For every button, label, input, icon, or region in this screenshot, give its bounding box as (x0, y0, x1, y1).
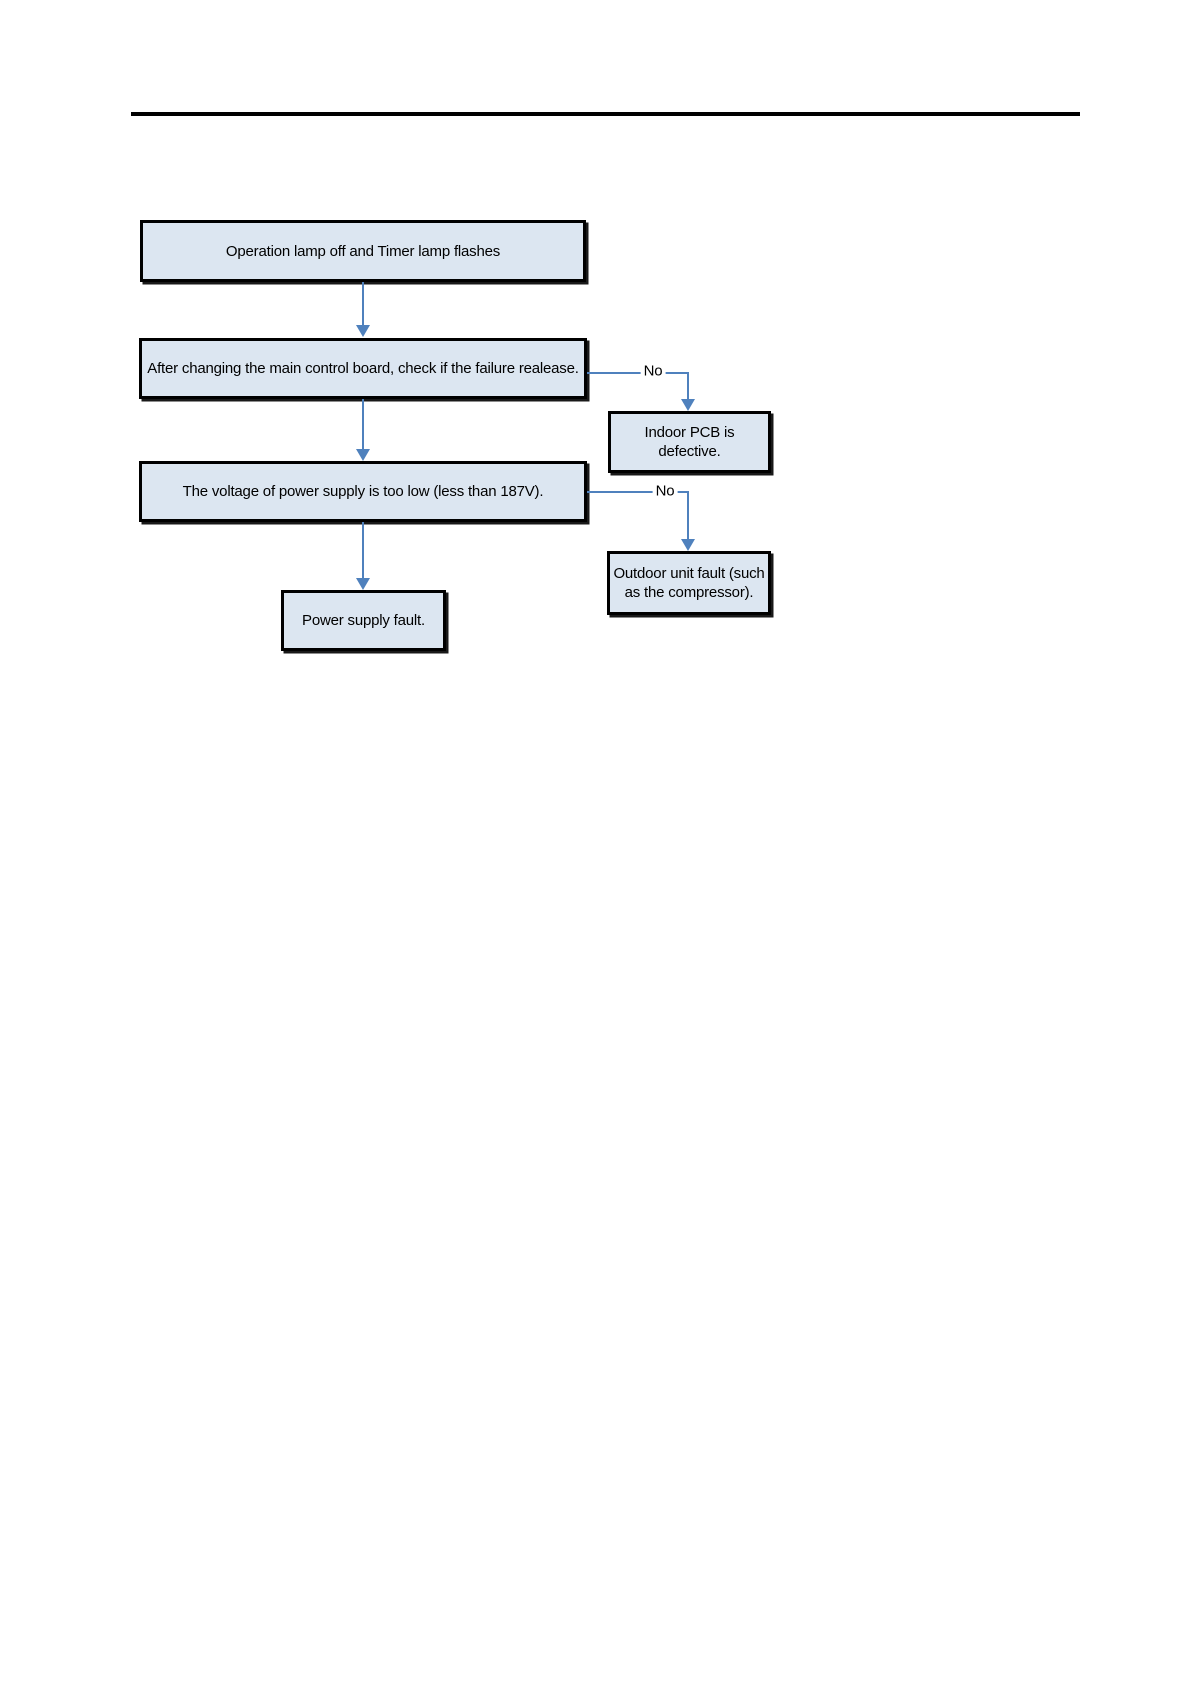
flow-node-check-board-label: After changing the main control board, c… (147, 360, 579, 377)
connector-no1-head-icon (681, 399, 695, 411)
connector-no2-vline (686, 490, 690, 539)
edge-label-no-1: No (640, 362, 666, 380)
flow-node-outdoor-fault-label: Outdoor unit fault (such as the compress… (613, 565, 765, 601)
flow-node-low-voltage-label: The voltage of power supply is too low (… (182, 483, 544, 500)
arrow-voltage-to-power-head-icon (356, 578, 370, 590)
connector-no1-vline (686, 371, 690, 400)
arrow-symptom-to-check-head-icon (356, 325, 370, 337)
connector-no1-hline (587, 371, 689, 375)
connector-no2-head-icon (681, 539, 695, 551)
arrow-symptom-to-check-line (361, 282, 365, 325)
arrow-check-to-voltage-line (361, 399, 365, 449)
arrow-check-to-voltage-head-icon (356, 449, 370, 461)
flow-node-symptom: Operation lamp off and Timer lamp flashe… (140, 220, 586, 282)
edge-label-no-2: No (652, 482, 678, 500)
connector-no2-hline (587, 490, 689, 494)
flow-node-power-fault-label: Power supply fault. (302, 612, 425, 629)
flow-node-outdoor-fault: Outdoor unit fault (such as the compress… (607, 551, 771, 615)
flow-node-indoor-pcb: Indoor PCB is defective. (608, 411, 771, 473)
flow-node-check-board: After changing the main control board, c… (139, 338, 587, 399)
flow-node-symptom-label: Operation lamp off and Timer lamp flashe… (225, 242, 501, 260)
arrow-voltage-to-power-line (361, 522, 365, 578)
flow-node-indoor-pcb-label: Indoor PCB is defective. (644, 424, 735, 460)
flow-node-power-fault: Power supply fault. (281, 590, 446, 651)
header-rule (131, 112, 1080, 116)
flow-node-low-voltage: The voltage of power supply is too low (… (139, 461, 587, 522)
